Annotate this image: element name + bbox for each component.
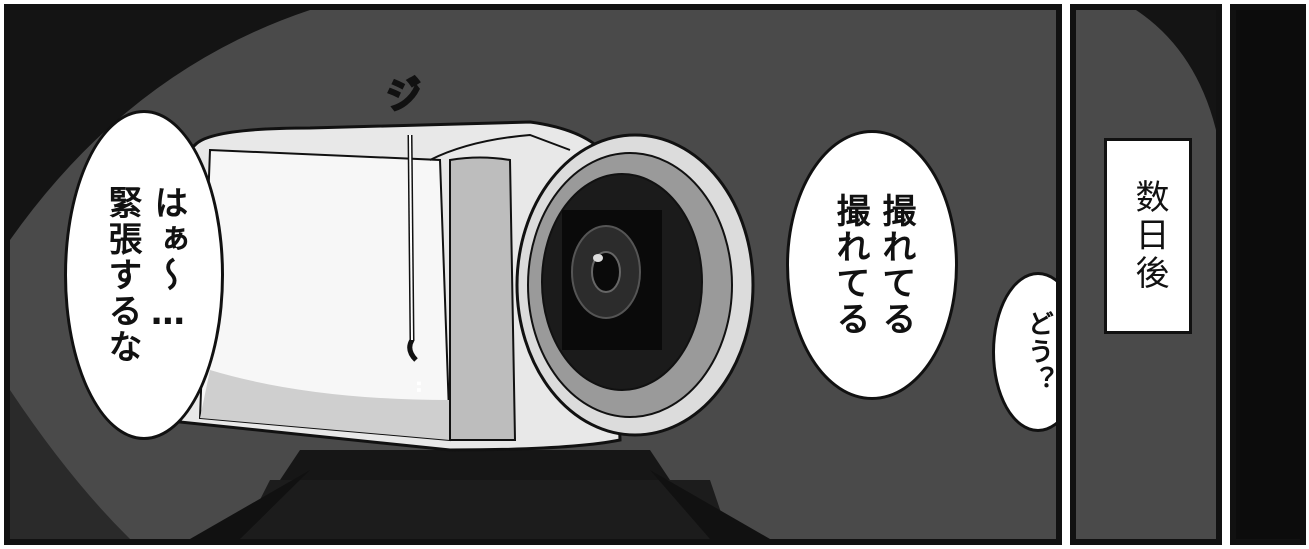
drip-marks: ‥ <box>412 380 436 394</box>
speech-bubble-left: はぁ〜… 緊張するな <box>64 110 224 440</box>
vignette-bottom-left <box>10 390 130 539</box>
vignette-top-left <box>10 10 310 240</box>
speech-line: どう？ <box>1023 310 1054 394</box>
sound-effect-text: ジ <box>383 72 426 120</box>
camera-lens <box>515 133 755 437</box>
caption-text: 数日後 <box>1128 179 1169 293</box>
comic-panel-right <box>1230 4 1306 545</box>
speech-line: 緊張するな <box>102 185 142 365</box>
caption-box: 数日後 <box>1104 138 1192 334</box>
speech-line: 撮れてる <box>830 193 870 337</box>
speech-line: 撮れてる <box>875 193 916 337</box>
panel-vignette <box>1136 10 1216 130</box>
video-camera-body <box>165 120 622 452</box>
comic-panel-main: ジ はぁ〜… 緊張するな ‥ 撮れてる 撮れてる どう？ <box>4 4 1062 545</box>
tripod-illustration <box>190 450 770 539</box>
drip-line <box>407 134 418 362</box>
speech-line: はぁ〜… <box>147 185 188 335</box>
camera-illustration <box>10 10 770 539</box>
speech-bubble-center: 撮れてる 撮れてる <box>786 130 958 400</box>
